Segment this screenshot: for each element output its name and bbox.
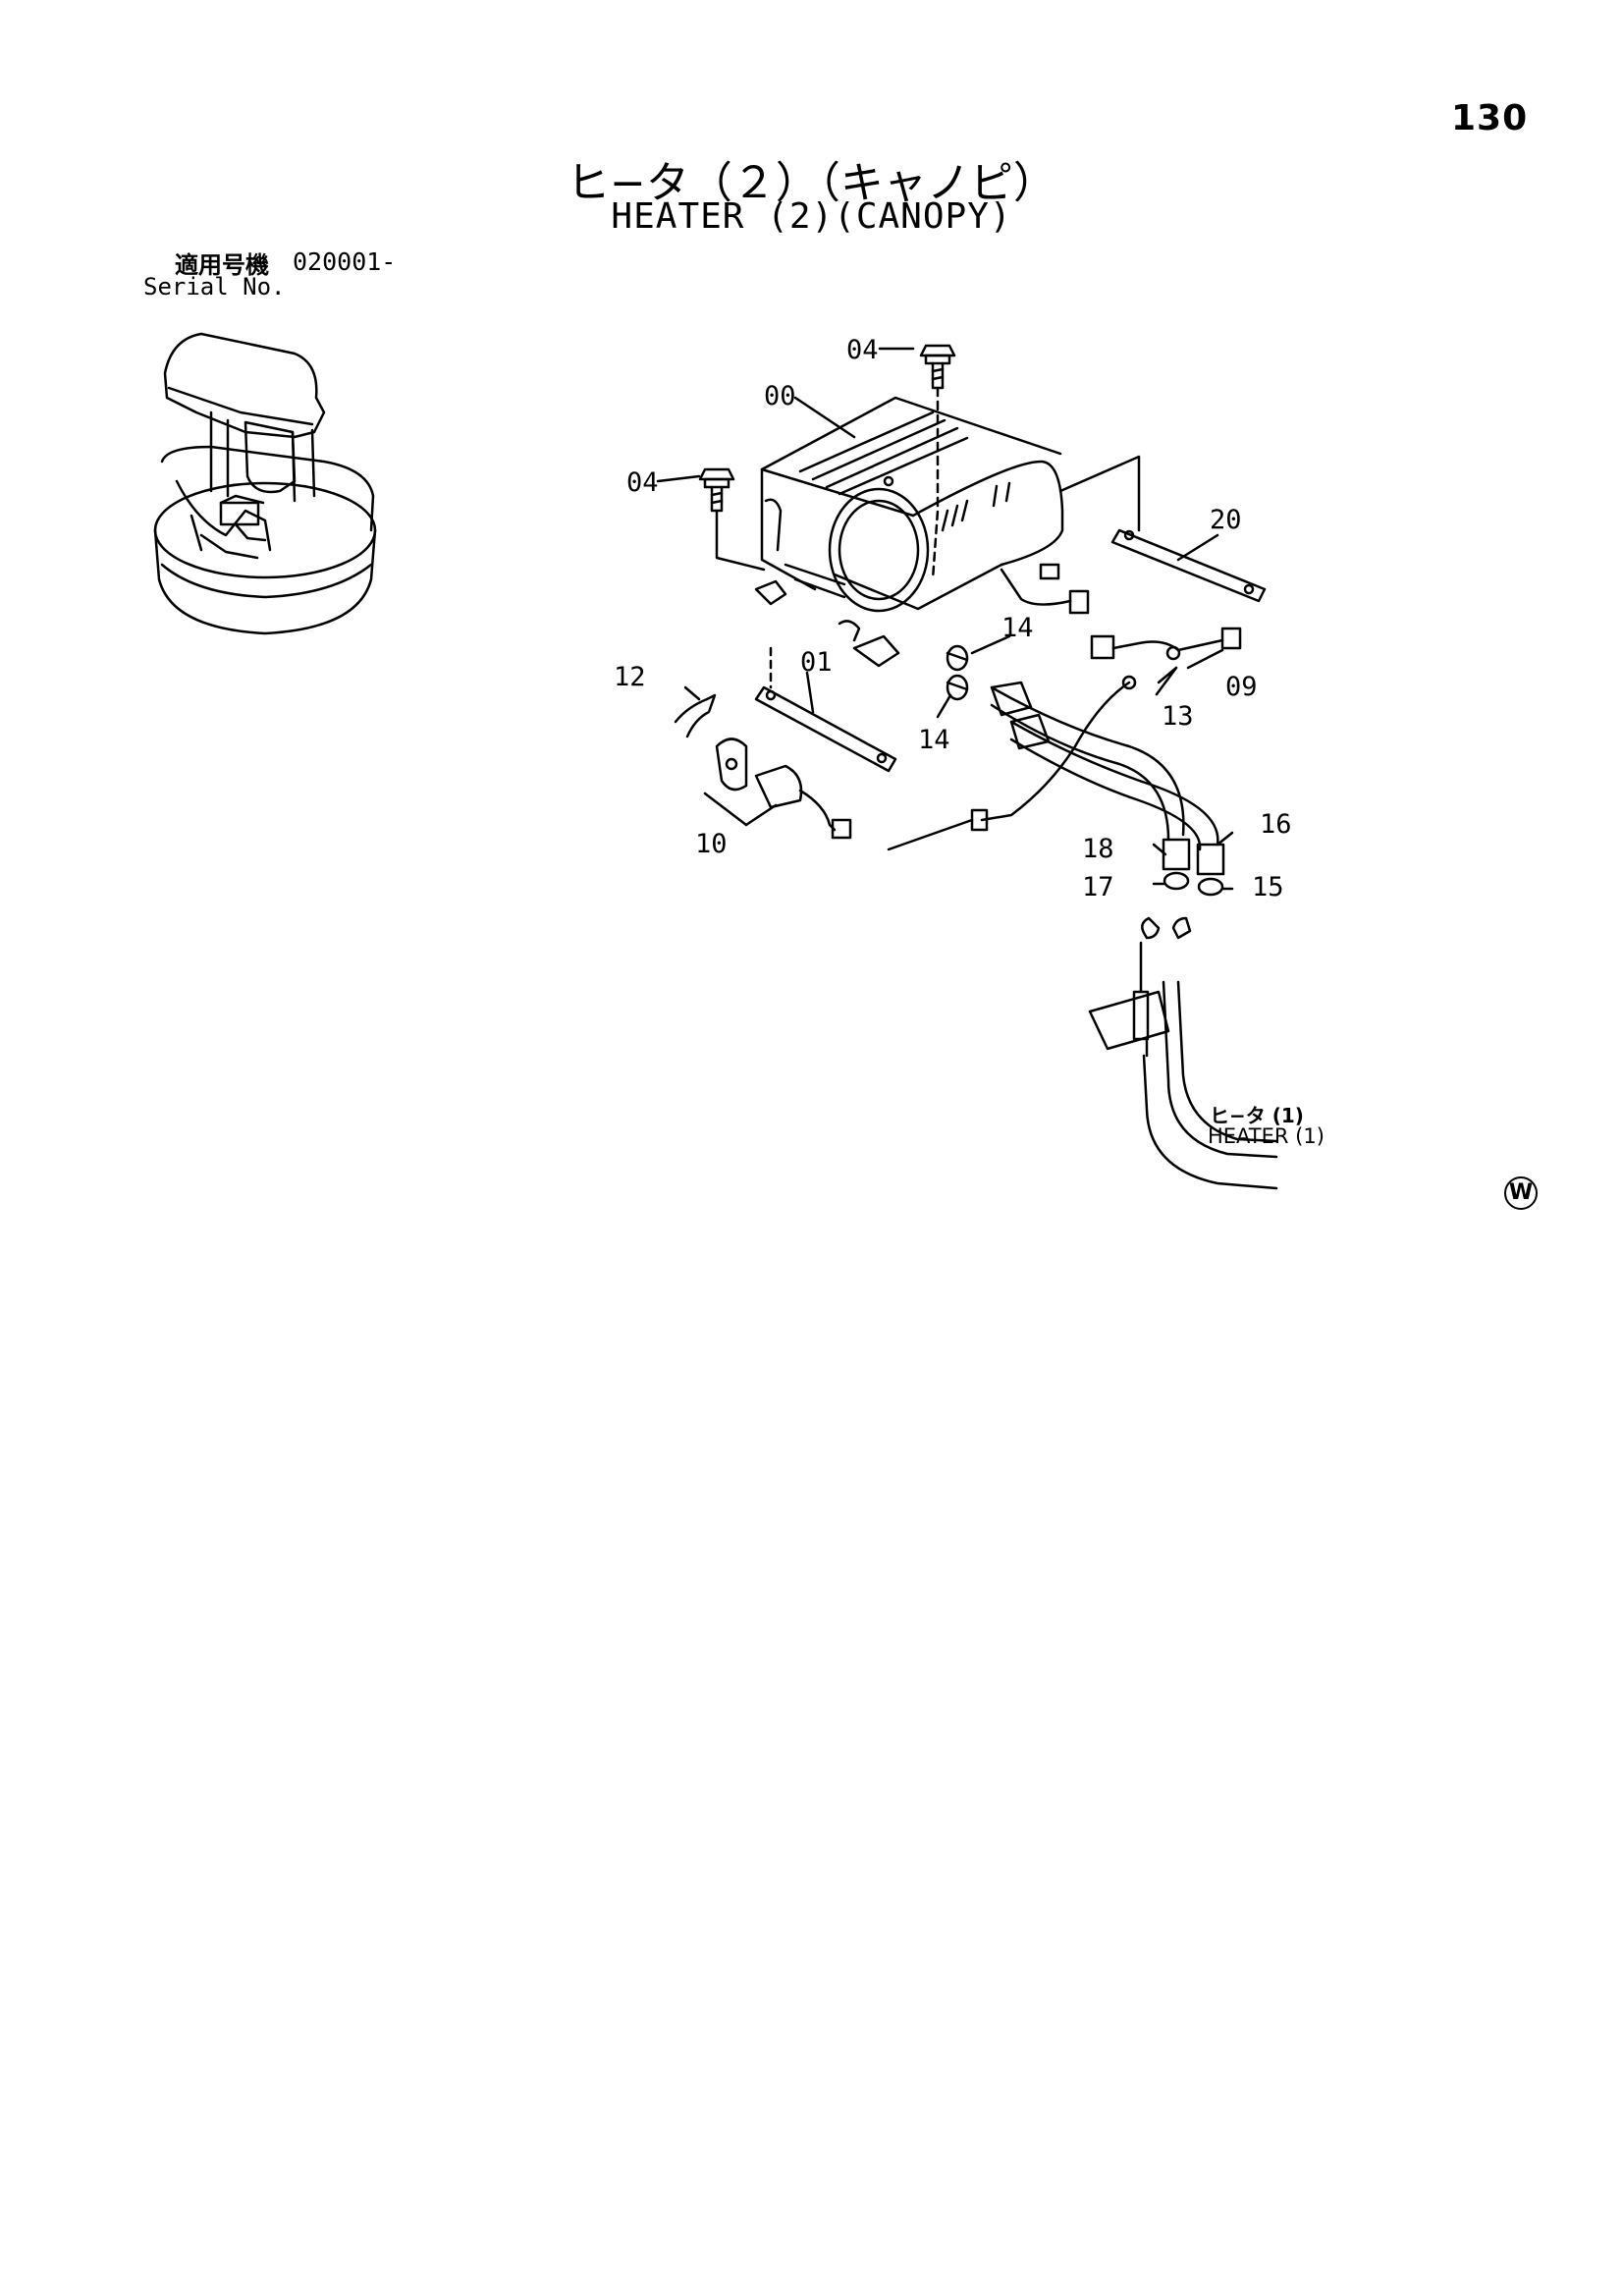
page-title-english: HEATER (2)(CANOPY) — [611, 196, 1012, 237]
part-label-14-lower: 14 — [918, 725, 950, 755]
heater-1-reference-japanese: ヒ−タ (1) — [1210, 1104, 1304, 1127]
part-label-20: 20 — [1210, 505, 1242, 535]
part-label-15: 15 — [1252, 872, 1284, 902]
part-label-04-left: 04 — [626, 467, 659, 498]
watermark-w-logo: W — [1504, 1176, 1538, 1210]
duct-12 — [674, 693, 717, 738]
page-title-japanese: ヒ−タ（２）（キャノピ） — [567, 158, 1056, 208]
bolt-04-left — [698, 467, 766, 572]
part-label-09: 09 — [1225, 672, 1258, 702]
heater-hoses — [990, 681, 1225, 897]
machine-location-thumbnail — [153, 332, 377, 635]
serial-label-english: Serial No. — [143, 273, 286, 301]
part-label-13: 13 — [1162, 701, 1194, 732]
bolt-04-top — [919, 344, 956, 390]
part-label-00: 00 — [764, 381, 796, 411]
part-label-01: 01 — [800, 647, 833, 678]
heater-1-reference-pipework — [1088, 916, 1278, 1190]
leader-lines — [656, 347, 1234, 891]
bracket-01 — [754, 646, 897, 773]
switch-10 — [715, 738, 852, 840]
part-label-04-top: 04 — [846, 335, 879, 365]
hose-clamp-14-lower — [946, 674, 969, 701]
serial-number-value: 020001- — [293, 247, 397, 276]
wire-harness-09 — [887, 627, 1242, 851]
bracket-20 — [1058, 455, 1267, 603]
part-label-17: 17 — [1082, 872, 1114, 902]
part-label-10: 10 — [695, 829, 728, 859]
part-label-12: 12 — [614, 662, 646, 692]
page-number: 130 — [1451, 98, 1529, 138]
heater-1-reference-english: HEATER (1) — [1208, 1124, 1325, 1148]
part-label-16: 16 — [1260, 809, 1292, 840]
hose-clamp-14-upper — [946, 644, 969, 672]
heater-unit-outline — [754, 386, 1090, 668]
part-label-14-upper: 14 — [1001, 613, 1034, 643]
part-label-18: 18 — [1082, 834, 1114, 864]
serial-label-japanese: 適用号機 — [175, 251, 269, 279]
